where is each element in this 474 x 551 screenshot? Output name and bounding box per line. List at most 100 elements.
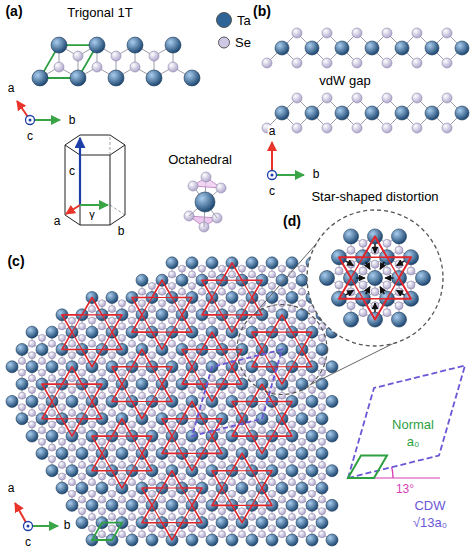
se-atom	[89, 421, 96, 428]
se-atom	[209, 271, 216, 278]
se-atom	[322, 28, 332, 38]
se-atom	[69, 456, 76, 463]
ta-atom	[296, 517, 308, 529]
se-atom	[229, 479, 236, 486]
ta-atom	[186, 534, 198, 546]
se-atom	[109, 375, 116, 382]
se-atom	[109, 409, 116, 416]
se-atom	[89, 479, 96, 486]
se-atom	[149, 306, 156, 313]
se-atom	[99, 369, 106, 376]
se-atom	[29, 421, 36, 428]
se-atom	[269, 479, 276, 486]
se-atom	[79, 334, 86, 341]
se-atom	[189, 317, 196, 324]
se-atom	[219, 461, 226, 468]
ta-atom	[32, 70, 48, 86]
se-atom	[119, 496, 126, 503]
se-atom	[149, 51, 159, 61]
se-atom	[199, 531, 206, 538]
se-atom	[319, 427, 326, 434]
se-atom	[159, 300, 166, 307]
se-atom	[199, 265, 206, 272]
ta-atom	[395, 106, 409, 120]
se-atom	[149, 386, 156, 393]
se-atom	[179, 531, 186, 538]
se-atom	[269, 317, 276, 324]
se-atom	[292, 28, 302, 38]
se-atom	[382, 58, 392, 68]
se-atom	[442, 123, 452, 133]
ta-atom	[335, 106, 349, 120]
se-atom	[179, 508, 186, 515]
se-atom	[179, 392, 186, 399]
se-atom	[259, 531, 266, 538]
se-atom	[159, 496, 166, 503]
se-atom	[119, 323, 126, 330]
se-atom	[29, 352, 36, 359]
se-atom	[129, 444, 136, 451]
se-atom	[239, 288, 246, 295]
se-atom	[129, 421, 136, 428]
se-atom	[149, 444, 156, 451]
se-atom	[219, 473, 226, 480]
se-atom	[229, 352, 236, 359]
ta-atom	[286, 499, 298, 511]
se-atom	[249, 306, 256, 313]
se-atom	[309, 479, 316, 486]
se-atom	[269, 421, 276, 428]
se-atom	[179, 300, 186, 307]
se-atom	[149, 490, 156, 497]
se-atom	[269, 513, 276, 520]
se-atom	[352, 123, 362, 133]
se-atom	[299, 288, 306, 295]
ta-atom	[455, 106, 469, 120]
ta-atom	[76, 482, 88, 494]
ta-atom	[306, 465, 318, 477]
se-atom	[239, 300, 246, 307]
se-atom	[19, 404, 26, 411]
se-atom	[69, 444, 76, 451]
ta-atom	[66, 465, 78, 477]
se-atom	[412, 28, 422, 38]
ta-atom	[165, 37, 181, 53]
se-atom	[109, 525, 116, 532]
se-atom	[99, 323, 106, 330]
se-atom	[239, 404, 246, 411]
se-atom	[29, 386, 36, 393]
se-atom	[169, 479, 176, 486]
se-atom	[309, 490, 316, 497]
se-atom	[179, 404, 186, 411]
se-atom	[119, 427, 126, 434]
se-atom	[322, 123, 332, 133]
se-atom	[139, 438, 146, 445]
se-atom	[279, 508, 286, 515]
out-of-page-axis	[26, 116, 35, 125]
se-atom	[179, 265, 186, 272]
se-atom	[39, 358, 46, 365]
se-atom	[279, 288, 286, 295]
se-atom	[269, 409, 276, 416]
ta-atom	[56, 447, 68, 459]
se-atom	[216, 183, 226, 193]
se-atom	[412, 93, 422, 103]
se-atom	[259, 392, 266, 399]
ta-atom	[306, 534, 318, 546]
se-atom	[73, 51, 83, 61]
se-atom	[239, 438, 246, 445]
se-atom	[289, 340, 296, 347]
ta-atom	[425, 41, 439, 55]
se-atom	[89, 375, 96, 382]
se-atom	[179, 427, 186, 434]
se-atom	[299, 300, 306, 307]
out-of-page-axis	[268, 171, 277, 180]
se-atom	[129, 375, 136, 382]
se-atom	[259, 358, 266, 365]
se-atom	[309, 456, 316, 463]
se-atom	[169, 525, 176, 532]
se-atom	[139, 323, 146, 330]
se-atom	[79, 461, 86, 468]
se-atom	[109, 444, 116, 451]
se-atom	[279, 531, 286, 538]
se-atom	[169, 456, 176, 463]
